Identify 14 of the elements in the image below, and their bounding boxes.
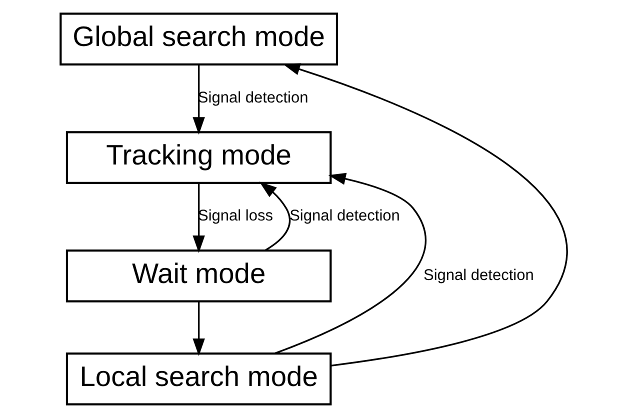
arrow xyxy=(282,63,568,366)
node-box: Wait mode xyxy=(66,250,332,302)
node-box: Local search mode xyxy=(66,352,332,406)
arrow xyxy=(259,182,291,252)
edge-label: Signal loss xyxy=(198,208,273,225)
node-box: Tracking mode xyxy=(66,131,332,184)
arrow xyxy=(192,302,205,356)
edge-label: Signal detection xyxy=(424,266,534,284)
edge-label: Signal detection xyxy=(198,89,308,106)
edge-label: Signal detection xyxy=(290,208,400,225)
arrow xyxy=(274,172,426,354)
arrow xyxy=(192,183,205,254)
node-box: Global search mode xyxy=(60,12,338,66)
arrow xyxy=(192,65,205,135)
